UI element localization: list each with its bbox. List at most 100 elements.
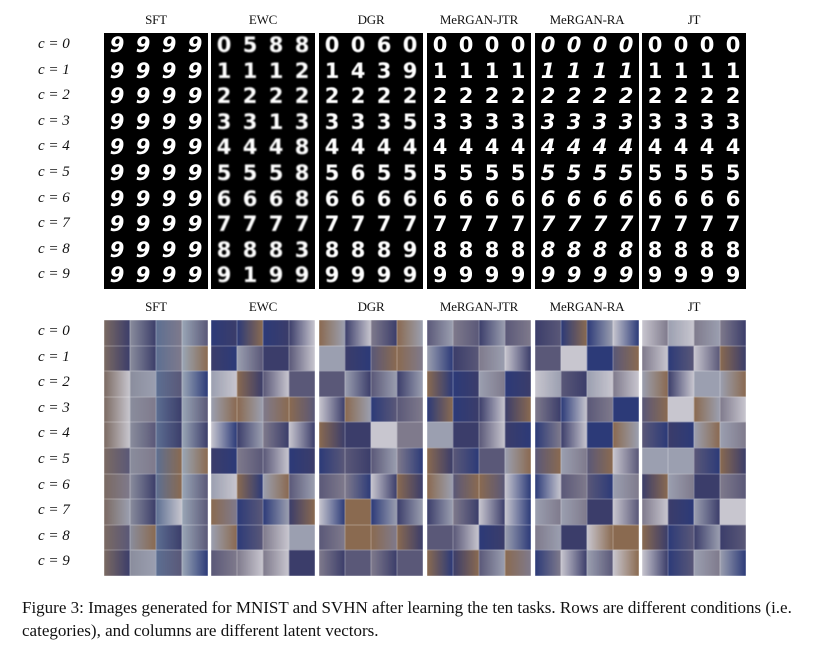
- generated-svhn-sample: [156, 473, 182, 500]
- generated-digit: 4: [458, 135, 474, 160]
- generated-digit: 7: [376, 212, 392, 237]
- generated-digit: 8: [350, 237, 366, 262]
- generated-svhn-sample: [319, 345, 345, 372]
- method-title-jt: JT: [687, 299, 701, 314]
- generated-svhn-sample: [642, 473, 668, 500]
- generated-svhn-sample: [613, 499, 639, 525]
- generated-digit: 9: [216, 263, 232, 288]
- svhn-grid-dgr: [319, 320, 423, 576]
- generated-svhn-sample: [427, 499, 453, 525]
- generated-digit: 4: [376, 135, 392, 160]
- generated-svhn-sample: [535, 345, 561, 372]
- generated-digit: 6: [432, 186, 448, 211]
- generated-svhn-sample: [371, 524, 397, 551]
- generated-svhn-sample: [668, 448, 694, 474]
- generated-svhn-sample: [263, 396, 289, 423]
- generated-svhn-sample: [694, 396, 720, 423]
- generated-digit: 4: [618, 135, 634, 160]
- generated-svhn-sample: [130, 345, 156, 372]
- generated-digit: 4: [268, 135, 284, 160]
- generated-digit: 4: [592, 135, 608, 160]
- generated-svhn-sample: [427, 422, 453, 448]
- generated-digit: 9: [109, 263, 125, 288]
- generated-svhn-sample: [505, 550, 531, 576]
- generated-digit: 9: [618, 263, 634, 288]
- generated-digit: 0: [647, 33, 663, 57]
- generated-svhn-sample: [427, 524, 453, 551]
- generated-svhn-sample: [397, 345, 423, 372]
- generated-svhn-sample: [720, 524, 746, 551]
- generated-svhn-sample: [668, 550, 694, 576]
- generated-digit: 7: [402, 212, 418, 237]
- generated-digit: 1: [699, 58, 715, 83]
- generated-digit: 2: [216, 84, 232, 109]
- generated-svhn-sample: [182, 320, 208, 346]
- generated-svhn-sample: [505, 448, 531, 474]
- generated-svhn-sample: [289, 499, 315, 525]
- generated-svhn-sample: [156, 345, 182, 372]
- generated-svhn-sample: [237, 524, 263, 551]
- generated-digit: 9: [268, 263, 284, 288]
- generated-svhn-sample: [237, 422, 263, 448]
- generated-svhn-sample: [345, 550, 371, 576]
- generated-digit: 2: [432, 84, 448, 109]
- generated-digit: 9: [187, 263, 203, 288]
- generated-digit: 4: [699, 135, 715, 160]
- generated-svhn-sample: [211, 473, 237, 500]
- generated-svhn-sample: [694, 524, 720, 551]
- generated-svhn-sample: [371, 371, 397, 397]
- generated-digit: 9: [187, 186, 203, 211]
- generated-digit: 1: [242, 58, 258, 83]
- generated-digit: 5: [510, 161, 526, 185]
- generated-digit: 9: [161, 237, 177, 262]
- row-label-c2: c = 2: [38, 87, 70, 104]
- generated-svhn-sample: [345, 422, 371, 448]
- generated-svhn-sample: [371, 550, 397, 576]
- generated-svhn-sample: [613, 371, 639, 397]
- generated-svhn-sample: [453, 499, 479, 525]
- generated-digit: 8: [673, 237, 689, 262]
- generated-svhn-sample: [211, 524, 237, 551]
- generated-svhn-sample: [289, 473, 315, 500]
- generated-svhn-sample: [587, 422, 613, 448]
- generated-svhn-sample: [397, 396, 423, 423]
- row-label-c1: c = 1: [38, 348, 70, 365]
- generated-svhn-sample: [427, 371, 453, 397]
- row-label-c8: c = 8: [38, 527, 70, 544]
- generated-svhn-sample: [156, 320, 182, 346]
- generated-digit: 9: [187, 33, 203, 57]
- generated-svhn-sample: [289, 550, 315, 576]
- generated-svhn-sample: [587, 473, 613, 500]
- row-label-c3: c = 3: [38, 112, 70, 129]
- row-label-c0: c = 0: [38, 323, 70, 339]
- generated-digit: 2: [592, 84, 608, 109]
- generated-digit: 9: [402, 237, 418, 262]
- svhn-grid-ewc: [211, 320, 315, 576]
- method-title-sft: SFT: [145, 12, 167, 27]
- generated-svhn-sample: [505, 345, 531, 372]
- generated-svhn-sample: [720, 448, 746, 474]
- generated-digit: 0: [699, 33, 715, 57]
- generated-digit: 6: [618, 186, 634, 211]
- generated-svhn-sample: [453, 448, 479, 474]
- generated-digit: 6: [324, 186, 340, 211]
- generated-digit: 9: [161, 135, 177, 160]
- generated-digit: 6: [540, 186, 556, 211]
- generated-digit: 5: [458, 161, 474, 185]
- row-label-c4: c = 4: [38, 138, 70, 155]
- generated-svhn-sample: [371, 448, 397, 474]
- generated-svhn-sample: [237, 473, 263, 500]
- generated-svhn-sample: [130, 550, 156, 576]
- generated-svhn-sample: [587, 320, 613, 346]
- generated-svhn-sample: [130, 422, 156, 448]
- generated-svhn-sample: [130, 448, 156, 474]
- generated-svhn-sample: [211, 320, 237, 346]
- generated-digit: 6: [484, 186, 500, 211]
- generated-svhn-sample: [479, 448, 505, 474]
- generated-digit: 4: [402, 135, 418, 160]
- generated-svhn-sample: [642, 524, 668, 551]
- generated-digit: 2: [294, 58, 310, 83]
- generated-digit: 7: [324, 212, 340, 237]
- generated-digit: 6: [673, 186, 689, 211]
- generated-digit: 6: [699, 186, 715, 211]
